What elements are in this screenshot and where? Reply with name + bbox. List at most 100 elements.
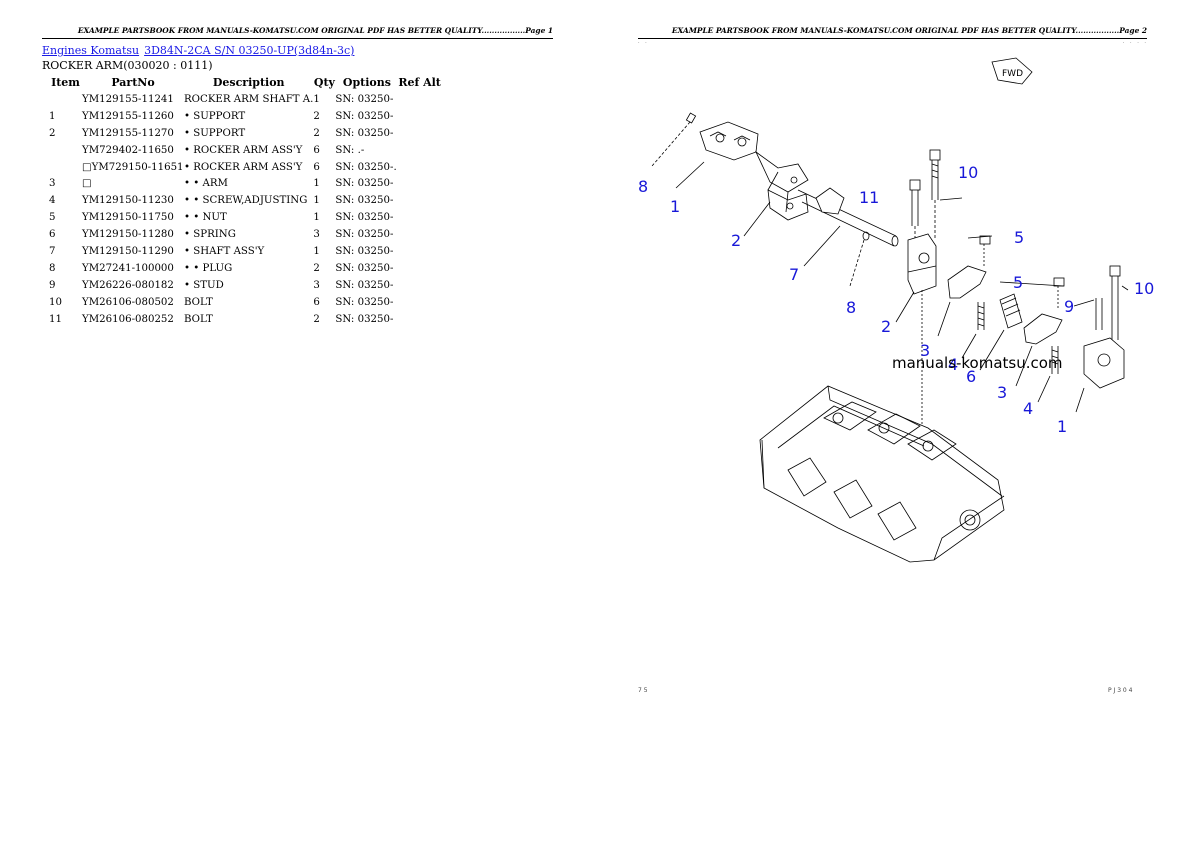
cell-options-text: SN: 03250-: [335, 93, 394, 105]
callout-label: 1: [1057, 417, 1067, 436]
cell-options-text: SN: 03250-: [335, 178, 394, 190]
cell-qty-text: 6: [313, 144, 320, 156]
cell-qty: 6: [313, 294, 335, 311]
callout-label: 5: [1013, 273, 1023, 292]
cell-options: SN: 03250-: [335, 277, 398, 294]
cell-description-text: • • ARM: [184, 178, 228, 190]
cell-description: • SHAFT ASS'Y: [184, 243, 313, 260]
section-title: ROCKER ARM(030020 : 0111): [42, 59, 213, 72]
cell-ref-alt: [398, 108, 441, 125]
cell-qty: 1: [313, 175, 335, 192]
page-header-1: EXAMPLE PARTSBOOK FROM MANUALS-KOMATSU.C…: [42, 26, 553, 39]
diagram-page: · · · · · · FWD: [638, 40, 1154, 700]
cell-description: • • PLUG: [184, 260, 313, 277]
parts-table: Item PartNo Description Qty Options Ref …: [43, 74, 441, 327]
breadcrumb-link-model[interactable]: 3D84N-2CA S/N 03250-UP(3d84n-3c): [144, 44, 355, 57]
cell-options: SN: 03250-.: [335, 159, 398, 176]
cell-options-text: SN: .-: [335, 144, 365, 156]
column-header-options: Options: [342, 76, 391, 89]
cell-item: 6: [43, 226, 82, 243]
cell-partno-text: YM129155-11241: [82, 93, 174, 105]
cell-item: 5: [43, 209, 82, 226]
cell-partno-text: YM129150-11230: [82, 195, 174, 207]
column-header-description: Description: [212, 76, 285, 89]
cell-item: 4: [43, 192, 82, 209]
column-header-qty: Qty: [313, 76, 335, 89]
cell-options-text: SN: 03250-: [335, 245, 394, 257]
cell-partno: □: [82, 175, 184, 192]
breadcrumb-link-engines[interactable]: Engines Komatsu: [42, 44, 140, 57]
cell-item-text: 10: [49, 296, 62, 308]
table-row: YM129155-11241 ROCKER ARM SHAFT A.1 SN: 03…: [43, 91, 441, 108]
cell-description: • • NUT: [184, 209, 313, 226]
cell-description-text: • SUPPORT: [184, 110, 246, 122]
cell-qty-text: 1: [313, 195, 320, 207]
cell-qty-text: 1: [313, 178, 320, 190]
cell-item: 2: [43, 125, 82, 142]
cell-description-text: • STUD: [184, 279, 224, 291]
table-header-row: Item PartNo Description Qty Options Ref …: [43, 74, 441, 91]
cell-item-text: 9: [49, 279, 56, 291]
cell-partno: YM26226-080182: [82, 277, 184, 294]
callout-label: 11: [859, 188, 879, 207]
cell-description-text: ROCKER ARM SHAFT A.: [184, 93, 314, 105]
cell-partno-text: YM129150-11750: [82, 212, 174, 224]
cell-item: 7: [43, 243, 82, 260]
cell-description-text: • • PLUG: [184, 262, 233, 274]
watermark-text: manuals-komatsu.com: [892, 354, 1063, 372]
cell-options: SN: 03250-: [335, 226, 398, 243]
cell-partno-text: YM26106-080252: [82, 313, 174, 325]
cell-qty: 3: [313, 226, 335, 243]
cell-description: ROCKER ARM SHAFT A.: [184, 91, 313, 108]
column-header-item: Item: [51, 76, 80, 89]
cell-partno: □YM729150-11651: [82, 159, 184, 176]
cell-qty: 2: [313, 260, 335, 277]
cell-partno: YM26106-080252: [82, 311, 184, 328]
cell-item: 1: [43, 108, 82, 125]
cell-item: [43, 142, 82, 159]
cell-partno: YM729402-11650: [82, 142, 184, 159]
leader-lines: [675, 161, 1129, 413]
cell-options: SN: .-: [335, 142, 398, 159]
cell-qty: 2: [313, 311, 335, 328]
cell-qty-text: 2: [313, 313, 320, 325]
cell-partno: YM129155-11270: [82, 125, 184, 142]
cell-partno: YM129150-11750: [82, 209, 184, 226]
cell-qty-text: 6: [313, 161, 320, 173]
cell-qty-text: 1: [313, 93, 320, 105]
cell-qty-text: 6: [313, 296, 320, 308]
cell-item: 11: [43, 311, 82, 328]
cell-description-text: • ROCKER ARM ASS'Y: [184, 161, 303, 173]
cell-qty: 6: [313, 142, 335, 159]
cell-item-text: 7: [49, 245, 56, 257]
corner-mark-right: · · · ·: [1122, 40, 1148, 46]
cell-partno-text: YM129155-11270: [82, 127, 174, 139]
callout-label: 10: [1134, 279, 1154, 298]
cell-qty-text: 3: [313, 279, 320, 291]
cell-item: 10: [43, 294, 82, 311]
cell-partno: YM129150-11230: [82, 192, 184, 209]
cylinder-head: [759, 385, 1005, 563]
callout-label: 9: [1064, 297, 1074, 316]
cell-qty: 1: [313, 192, 335, 209]
footer-mark-left: 7 5: [638, 687, 648, 694]
cell-qty-text: 2: [313, 262, 320, 274]
cell-description: • • ARM: [184, 175, 313, 192]
cell-description-text: • • SCREW,ADJUSTING: [184, 195, 308, 207]
footer-mark-right: P J 3 0 4: [1108, 687, 1133, 694]
cell-qty: 3: [313, 277, 335, 294]
parts-list-page: Engines Komatsu 3D84N-2CA S/N 03250-UP(3d…: [42, 44, 562, 327]
cell-item-text: 5: [49, 212, 56, 224]
callout-label: 10: [958, 163, 978, 182]
cell-description: • STUD: [184, 277, 313, 294]
cell-options: SN: 03250-: [335, 243, 398, 260]
rocker-arm-part: [947, 235, 1023, 330]
cell-qty: 2: [313, 108, 335, 125]
cell-qty-text: 1: [313, 212, 320, 224]
cell-options-text: SN: 03250-: [335, 279, 394, 291]
page-header-2: EXAMPLE PARTSBOOK FROM MANUALS-KOMATSU.C…: [638, 26, 1147, 39]
cell-ref-alt: [398, 277, 441, 294]
cell-options: SN: 03250-: [335, 91, 398, 108]
